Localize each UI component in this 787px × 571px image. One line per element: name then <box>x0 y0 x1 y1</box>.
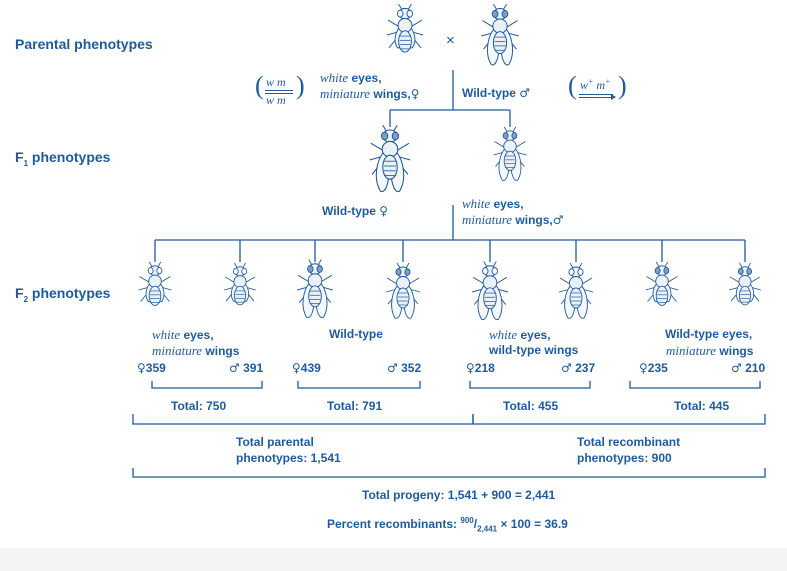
f2-group-1-line2: miniature wings <box>152 343 240 358</box>
f2-group-4-female-count: ♀235 <box>639 361 668 375</box>
f2-fly-4 <box>385 262 421 319</box>
f2-group-4-male-count: ♂ 210 <box>731 361 766 375</box>
f1-male-fly <box>493 126 527 181</box>
recombinant-bracket <box>472 414 766 425</box>
f1-row-label: F1 phenotypes <box>15 149 111 168</box>
group-bracket-4 <box>629 381 761 389</box>
f2-group-3-line2: wild-type wings <box>489 343 579 357</box>
percent-recombinants: Percent recombinants: 900/2,441 × 100 = … <box>327 516 568 534</box>
mother-genotype-bottom: w m <box>266 93 286 107</box>
recombinant-total-line1: Total recombinant <box>577 435 681 449</box>
f2-group-2-line1: Wild-type <box>329 327 383 341</box>
f1-male-label-line1: white eyes, <box>462 196 524 211</box>
f2-group-4-total: Total: 445 <box>674 399 730 413</box>
f2-group-1-female-count: ♀359 <box>137 361 166 375</box>
group-bracket-2 <box>297 381 421 389</box>
f2-fly-5 <box>472 261 508 321</box>
mother-label-line2: miniature wings,♀ <box>320 86 420 101</box>
parent-female-fly <box>386 3 424 53</box>
total-progeny: Total progeny: 1,541 + 900 = 2,441 <box>362 488 556 502</box>
group-bracket-1 <box>151 381 263 389</box>
father-genotype-top: w+ m+ <box>580 77 611 93</box>
mother-genotype-bar-2 <box>265 93 293 94</box>
f2-group-4-line1: Wild-type eyes, <box>665 327 753 341</box>
mother-genotype-paren-right: ) <box>296 71 305 100</box>
f2-group-2-total: Total: 791 <box>327 399 383 413</box>
f1-male-label-line2: miniature wings,♂ <box>462 212 564 227</box>
f2-fly-8 <box>729 262 761 306</box>
parental-total-line1: Total parental <box>236 435 314 449</box>
father-label: Wild-type ♂ <box>462 86 530 100</box>
parental-total-line2: phenotypes: 1,541 <box>236 451 341 465</box>
f2-fly-7 <box>645 261 679 306</box>
f2-fly-1 <box>138 261 172 306</box>
f2-group-1-total: Total: 750 <box>171 399 227 413</box>
recombinant-total-line2: phenotypes: 900 <box>577 451 672 465</box>
f2-fly-2 <box>224 262 256 306</box>
mother-genotype-top: w m <box>266 75 286 89</box>
f2-row-label: F2 phenotypes <box>15 285 111 304</box>
father-genotype-paren-right: ) <box>618 71 627 100</box>
mother-label-line1: white eyes, <box>320 70 382 85</box>
f2-group-3-line1: white eyes, <box>489 327 551 342</box>
f2-group-3-female-count: ♀218 <box>466 361 495 375</box>
father-genotype-bar-1 <box>579 94 613 95</box>
progeny-bracket <box>132 468 766 478</box>
father-genotype-paren-left: ( <box>568 71 577 100</box>
f1-female-fly <box>369 124 411 193</box>
parental-bracket <box>132 414 474 425</box>
cross-symbol: × <box>446 32 455 49</box>
f2-group-4-line2: miniature wings <box>666 343 754 358</box>
father-genotype-arrow <box>611 94 616 100</box>
f2-fly-3 <box>297 259 333 319</box>
mother-genotype-paren-left: ( <box>255 71 264 100</box>
f2-group-1-line1: white eyes, <box>152 327 214 342</box>
f2-fly-6 <box>558 262 594 319</box>
f1-female-label: Wild-type ♀ <box>322 204 389 218</box>
f2-group-1-male-count: ♂ 391 <box>229 361 264 375</box>
mother-genotype-bar-1 <box>265 90 293 91</box>
group-bracket-3 <box>469 381 591 389</box>
father-genotype-bar-2 <box>579 97 613 98</box>
parent-male-fly <box>481 3 519 66</box>
f2-group-2-female-count: ♀439 <box>292 361 321 375</box>
f2-group-3-total: Total: 455 <box>503 399 559 413</box>
f2-group-3-male-count: ♂ 237 <box>561 361 596 375</box>
f2-group-2-male-count: ♂ 352 <box>387 361 422 375</box>
parental-row-label: Parental phenotypes <box>15 36 153 52</box>
